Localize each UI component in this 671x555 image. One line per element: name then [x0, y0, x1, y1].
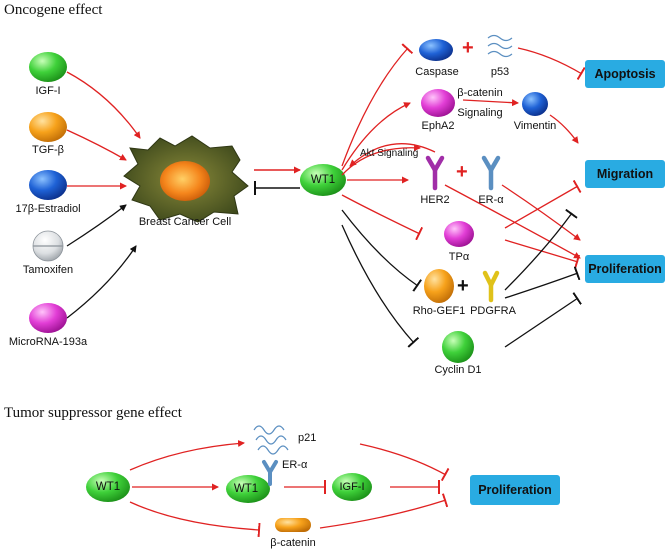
microrna-node [29, 303, 67, 333]
suppressor-er-alpha-label: ER-α [282, 459, 308, 471]
caspase-node [419, 39, 453, 61]
tamoxifen-label: Tamoxifen [22, 264, 74, 276]
her2-receptor-icon [425, 155, 445, 191]
tgfb-node [29, 112, 67, 142]
suppressor-igf1-node [332, 473, 372, 501]
wt1-main-node [300, 164, 346, 196]
tumor-suppressor-title: Tumor suppressor gene effect [4, 405, 182, 421]
bcatenin-signaling-label-2: Signaling [457, 107, 503, 119]
suppressor-proliferation-box: Proliferation [470, 475, 560, 505]
rho-gef1-label: Rho-GEF1 [412, 305, 466, 317]
tpa-node [444, 221, 474, 247]
vimentin-label: Vimentin [513, 120, 557, 132]
breast-cancer-cell-label: Breast Cancer Cell [138, 216, 232, 228]
suppressor-wt1-left-node [86, 472, 130, 502]
estradiol-node [29, 170, 67, 200]
pdgfra-receptor-icon [482, 270, 500, 303]
suppressor-edges [129, 439, 450, 537]
p53-label: p53 [490, 66, 510, 78]
epha2-node [421, 89, 455, 117]
rho-pdgfra-plus: + [457, 275, 469, 297]
migration-box: Migration [585, 160, 665, 188]
suppressor-er-alpha-receptor-icon [262, 460, 278, 486]
cell-wt1-arrows [254, 166, 301, 195]
akt-signaling-label: Akt Signaling [360, 148, 419, 159]
vimentin-node [522, 92, 548, 116]
her2-er-plus: + [456, 161, 468, 183]
bcatenin-capsule [275, 518, 311, 532]
er-alpha-receptor-icon [481, 155, 501, 191]
oncogene-effect-title: Oncogene effect [4, 2, 103, 18]
suppressor-wt1-mid-label: WT1 [233, 483, 259, 495]
tamoxifen-pill [32, 230, 64, 262]
wt1-main-label: WT1 [310, 174, 336, 186]
proliferation-box: Proliferation [585, 255, 665, 283]
microrna-label: MicroRNA-193a [8, 336, 88, 348]
igf1-node [29, 52, 67, 82]
p53-dna-icon [487, 34, 513, 58]
p21-label: p21 [298, 432, 317, 444]
input-arrows [66, 71, 141, 319]
bcatenin-signaling-label-1: β-catenin [457, 87, 503, 99]
suppressor-wt1-mid-node [226, 475, 270, 503]
cyclin-d1-label: Cyclin D1 [434, 364, 482, 376]
epha2-label: EphA2 [421, 120, 455, 132]
tpa-label: TPα [448, 251, 470, 263]
er-alpha-label: ER-α [478, 194, 504, 206]
wt1-target-edges [341, 43, 424, 348]
p21-dna-icon [253, 425, 289, 455]
pdgfra-label: PDGFRA [470, 305, 516, 317]
caspase-label: Caspase [415, 66, 459, 78]
estradiol-label: 17β-Estradiol [15, 203, 81, 215]
cyclin-d1-node [442, 331, 474, 363]
suppressor-igf1-label: IGF-I [339, 481, 365, 493]
tgfb-label: TGF-β [32, 144, 64, 156]
suppressor-wt1-left-label: WT1 [95, 481, 121, 493]
breast-cancer-cell-image [123, 135, 249, 223]
igf1-label: IGF-I [35, 85, 61, 97]
her2-label: HER2 [420, 194, 450, 206]
suppressor-bcatenin-label: β-catenin [270, 537, 316, 549]
apoptosis-box: Apoptosis [585, 60, 665, 88]
caspase-p53-plus: + [462, 37, 474, 59]
rho-gef1-node [424, 269, 454, 303]
outcome-edges [349, 47, 586, 348]
